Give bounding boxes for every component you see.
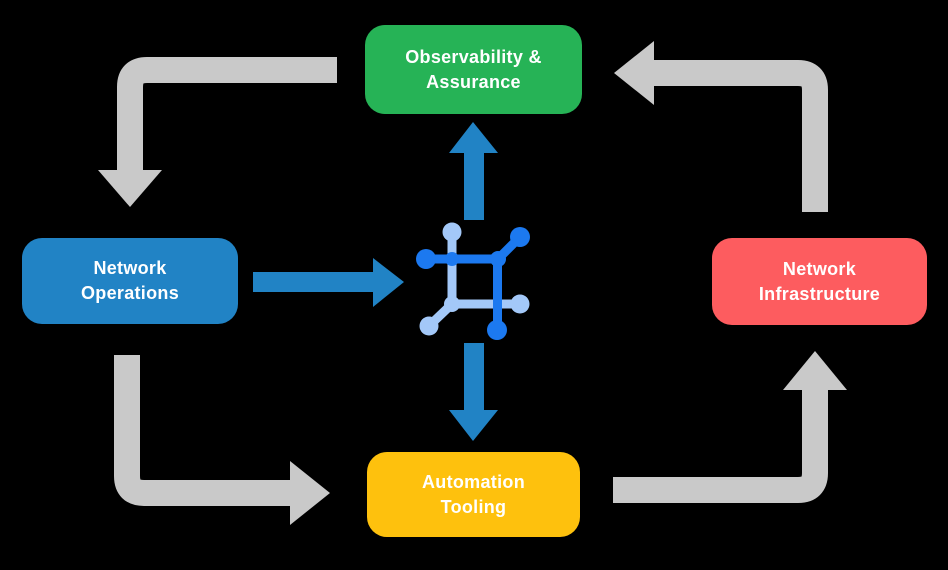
icon-light-corner-node bbox=[444, 296, 460, 312]
flow-arrow-operations-to-center bbox=[253, 258, 404, 307]
arrowhead-left-icon bbox=[614, 41, 654, 105]
arrowhead-up-icon bbox=[449, 122, 498, 153]
cycle-arrow-infrastructure-to-observability bbox=[614, 41, 828, 212]
arrowhead-down-icon bbox=[449, 410, 498, 441]
cycle-arrow-observability-to-operations bbox=[98, 57, 337, 207]
flow-arrow-center-to-observability bbox=[449, 122, 498, 220]
icon-light-node-top bbox=[442, 222, 462, 242]
network-mesh-icon bbox=[416, 222, 530, 340]
icon-dark-crossing-node bbox=[445, 252, 459, 266]
arrowhead-right-icon bbox=[290, 461, 330, 525]
node-network-operations-label: Network Operations bbox=[80, 258, 180, 303]
node-network-infrastructure-label: Network Infrastructure bbox=[758, 258, 881, 304]
cycle-arrow-automation-to-infrastructure bbox=[613, 351, 847, 503]
node-automation-tooling: Automation Tooling bbox=[367, 452, 580, 537]
icon-dark-node-left bbox=[416, 249, 436, 269]
icon-dark-node-top-right bbox=[510, 227, 530, 247]
node-observability-assurance-label: Observability & Assurance bbox=[405, 46, 542, 92]
node-observability-assurance: Observability & Assurance bbox=[365, 25, 582, 114]
cycle-arrow-operations-to-automation bbox=[114, 355, 330, 525]
arrowhead-down-icon bbox=[98, 170, 162, 207]
arrowhead-up-icon bbox=[783, 351, 847, 390]
node-network-infrastructure: Network Infrastructure bbox=[712, 238, 927, 325]
icon-light-node-right bbox=[510, 294, 530, 314]
flow-arrow-center-to-automation bbox=[449, 343, 498, 441]
cycle-arrow-shaft bbox=[613, 389, 828, 503]
cycle-arrow-shaft bbox=[114, 355, 291, 506]
icon-dark-node-bottom bbox=[487, 320, 507, 340]
cycle-arrow-shaft bbox=[653, 60, 828, 212]
cycle-arrow-shaft bbox=[117, 57, 337, 171]
arrowhead-right-icon bbox=[373, 258, 404, 307]
icon-dark-corner-node bbox=[490, 251, 506, 267]
node-automation-tooling-label: Automation Tooling bbox=[422, 471, 525, 517]
node-network-operations: Network Operations bbox=[22, 238, 238, 324]
icon-light-node-bottom-left bbox=[419, 316, 439, 336]
